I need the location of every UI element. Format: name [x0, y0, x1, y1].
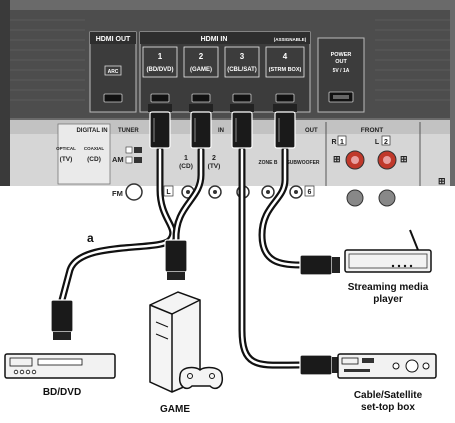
bd-dvd-label: BD/DVD	[43, 387, 81, 398]
streaming-label-2: player	[373, 294, 403, 305]
hdmi-in-port-1	[150, 93, 170, 103]
hdmi-in-section: HDMI IN (ASSIGNABLE) 1 (BD/DVD) 2 (GAME)…	[139, 31, 311, 113]
svg-text:⊞: ⊞	[400, 154, 408, 164]
tuner-section: TUNER AM FM	[112, 128, 143, 201]
svg-text:2: 2	[199, 52, 204, 61]
front-speaker-section: FRONT R 1 L 2 ⊞ ⊞ ⊞	[325, 122, 446, 207]
svg-text:3: 3	[240, 52, 245, 61]
svg-text:(GAME): (GAME)	[190, 67, 212, 73]
svg-text:SUBWOOFER: SUBWOOFER	[286, 160, 319, 166]
svg-text:OPTICAL: OPTICAL	[56, 146, 76, 151]
game-label: GAME	[160, 404, 190, 415]
svg-text:COAXIAL: COAXIAL	[84, 146, 105, 151]
cable-sat-label-1: Cable/Satellite	[354, 390, 423, 401]
hdmi-input-1: 1 (BD/DVD)	[142, 46, 178, 78]
svg-text:4: 4	[283, 52, 288, 61]
svg-text:(BD/DVD): (BD/DVD)	[147, 67, 174, 73]
hdmi-out-label: HDMI OUT	[96, 36, 131, 43]
svg-text:OUT: OUT	[335, 59, 347, 65]
svg-text:(TV): (TV)	[60, 156, 73, 163]
hdmi-out-section: HDMI OUT ARC	[89, 31, 137, 113]
svg-text:DIGITAL IN: DIGITAL IN	[76, 128, 107, 134]
am-label: AM	[112, 155, 124, 164]
svg-text:L: L	[375, 139, 380, 146]
hdmi-in-port-4	[275, 93, 295, 103]
hdmi-cables	[58, 146, 304, 369]
svg-text:2: 2	[384, 139, 388, 146]
svg-text:(CBL/SAT): (CBL/SAT)	[227, 67, 257, 73]
hdmi-in-port-2	[191, 93, 211, 103]
fm-label: FM	[112, 189, 123, 198]
arc-label: ARC	[108, 69, 119, 75]
svg-text:(CD): (CD)	[87, 156, 101, 163]
svg-text:IN: IN	[218, 128, 224, 134]
hdmi-plug-bd	[50, 299, 74, 340]
hdmi-input-3: 3 (CBL/SAT)	[224, 46, 260, 78]
svg-text:⊞: ⊞	[333, 154, 341, 164]
svg-text:1: 1	[184, 155, 188, 162]
hdmi-input-4: 4 (STRM BOX)	[265, 46, 305, 78]
receiver-rear-panel: HDMI OUT ARC HDMI IN (ASSIGNABLE) 1 (BD/…	[0, 0, 455, 207]
assignable-label: (ASSIGNABLE)	[274, 37, 307, 42]
svg-text:⊞: ⊞	[438, 176, 446, 186]
game-console-device: GAME	[149, 291, 224, 415]
svg-text:L: L	[166, 189, 171, 196]
hdmi-out-port	[103, 93, 123, 103]
hdmi-in-port-3	[232, 93, 252, 103]
svg-text:5V / 1A: 5V / 1A	[333, 68, 350, 74]
hdmi-plug-cable-sat	[299, 354, 340, 376]
svg-text:POWER: POWER	[331, 52, 352, 58]
svg-text:6: 6	[308, 189, 312, 196]
hdmi-input-2: 2 (GAME)	[183, 46, 219, 78]
digital-in-section: DIGITAL IN OPTICAL (TV) COAXIAL (CD)	[56, 123, 111, 185]
svg-text:ZONE B: ZONE B	[259, 160, 278, 166]
bd-dvd-device: BD/DVD	[4, 353, 116, 398]
power-out-section: POWER OUT 5V / 1A	[317, 37, 365, 113]
svg-text:(STRM BOX): (STRM BOX)	[269, 67, 302, 73]
streaming-label-1: Streaming media	[348, 282, 429, 293]
cable-label-a: a	[87, 231, 94, 245]
svg-text:OUT: OUT	[305, 128, 318, 134]
streaming-player-device: Streaming media player	[344, 229, 432, 305]
svg-text:(CD): (CD)	[179, 163, 193, 170]
hdmi-plug-game	[164, 239, 188, 280]
svg-text:FRONT: FRONT	[361, 127, 383, 134]
cable-sat-label-2: set-top box	[361, 402, 415, 413]
svg-text:2: 2	[212, 155, 216, 162]
svg-text:(TV): (TV)	[208, 163, 221, 170]
svg-text:TUNER: TUNER	[118, 128, 139, 134]
hdmi-plug-streaming	[299, 254, 340, 276]
hdmi-plugs-receiver	[148, 104, 297, 149]
hdmi-in-label: HDMI IN	[201, 36, 228, 43]
cable-sat-device: Cable/Satellite set-top box	[337, 353, 437, 413]
svg-text:1: 1	[340, 139, 344, 146]
svg-text:R: R	[331, 139, 336, 146]
svg-text:1: 1	[158, 52, 163, 61]
